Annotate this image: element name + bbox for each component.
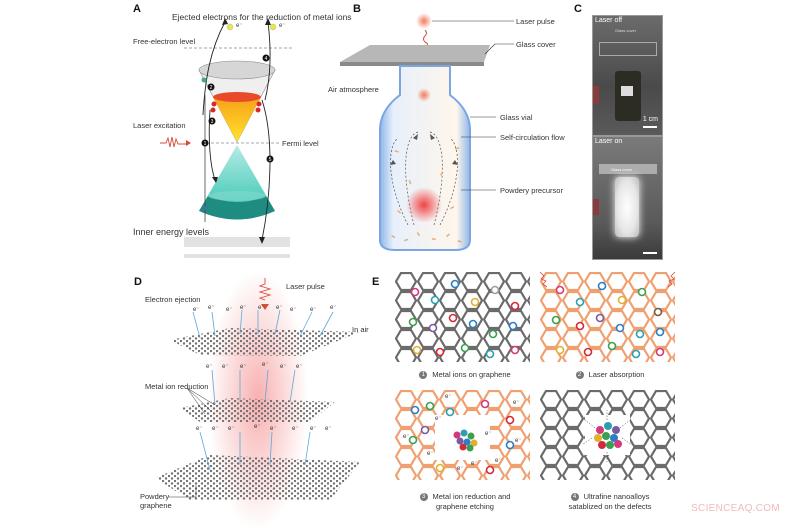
step-4-caption: 4 Ultrafine nanoalloys satablized on the …	[540, 492, 680, 512]
svg-text:e⁻: e⁻	[236, 23, 243, 29]
step-3-text-line2: graphene etching	[436, 502, 494, 511]
laser-pulse-label: Laser pulse	[516, 17, 555, 26]
step-1-text: Metal ions on graphene	[432, 370, 511, 379]
svg-text:2: 2	[210, 85, 213, 91]
svg-text:e⁻: e⁻	[270, 426, 277, 432]
red-object	[593, 86, 599, 104]
svg-text:e⁻: e⁻	[515, 438, 522, 444]
svg-text:e⁻: e⁻	[495, 458, 502, 464]
step-2-caption: 2 Laser absorption	[540, 370, 680, 380]
step-4-number: 4	[570, 493, 579, 502]
svg-text:e⁻: e⁻	[276, 305, 283, 311]
metal-ion-reduction-label: Metal ion reduction	[145, 382, 209, 391]
glowing-vial	[615, 177, 639, 237]
laser-excitation-label: Laser excitation	[133, 121, 186, 130]
svg-text:e⁻: e⁻	[254, 424, 261, 430]
step-2-text: Laser absorption	[588, 370, 645, 379]
svg-text:e⁻: e⁻	[471, 461, 478, 467]
panel-label-c: C	[574, 3, 582, 15]
svg-text:e⁻: e⁻	[206, 364, 213, 370]
step-1-number: 1	[419, 371, 428, 380]
svg-text:e⁻: e⁻	[296, 364, 303, 370]
svg-text:e⁻: e⁻	[485, 431, 492, 437]
graphene-lattice-step-4	[540, 390, 675, 480]
svg-text:e⁻: e⁻	[325, 426, 332, 432]
step-2-number: 2	[575, 371, 584, 380]
free-electron-level-label: Free-electron level	[133, 37, 196, 46]
photo-laser-off: Laser off Glass cover 1 cm	[592, 15, 663, 136]
svg-text:e⁻: e⁻	[445, 394, 452, 400]
svg-text:e⁻: e⁻	[435, 416, 442, 422]
svg-text:e⁻: e⁻	[193, 307, 200, 313]
watermark: SCIENCEAQ.COM	[691, 503, 780, 514]
svg-text:e⁻: e⁻	[292, 426, 299, 432]
svg-text:e⁻: e⁻	[290, 307, 297, 313]
svg-text:e⁻: e⁻	[457, 466, 464, 472]
svg-text:4: 4	[265, 56, 268, 62]
svg-text:e⁻: e⁻	[258, 305, 265, 311]
glass-cover-inner-label-off: Glass cover	[615, 28, 637, 33]
laser-vial-setup-illustration	[340, 13, 514, 251]
powdery-graphene-label: Powdery graphene	[140, 492, 172, 510]
graphene-layers-illustration: e⁻ e⁻ e⁻ e⁻ e⁻ e⁻ e⁻ e⁻ e⁻ e⁻ e⁻ e⁻ e⁻ e⁻ e⁻ e⁻ e⁻ e…	[155, 270, 360, 530]
graphene-lattice-step-3: e⁻ e⁻ e⁻ e⁻ e⁻ e⁻ e⁻ e⁻ e⁻ e⁻	[395, 390, 530, 480]
panel-label-a: A	[133, 3, 141, 15]
svg-text:e⁻: e⁻	[212, 426, 219, 432]
svg-text:e⁻: e⁻	[240, 305, 247, 311]
svg-text:e⁻: e⁻	[208, 305, 215, 311]
powdery-precursor-label: Powdery precursor	[500, 186, 563, 195]
scale-bar	[643, 252, 657, 254]
graphene-lattice-step-2	[539, 271, 676, 362]
svg-text:e⁻: e⁻	[403, 434, 410, 440]
scale-bar-label: 1 cm	[642, 116, 658, 123]
svg-text:e⁻: e⁻	[279, 23, 286, 29]
step-3-number: 3	[419, 493, 428, 502]
laser-off-caption: Laser off	[595, 17, 623, 24]
panel-label-e: E	[372, 276, 380, 288]
electron-ejection-label: Electron ejection	[145, 295, 201, 304]
svg-text:5: 5	[269, 157, 272, 163]
step-4-text-line1: Ultrafine nanoalloys	[583, 492, 650, 501]
svg-text:e⁻: e⁻	[310, 307, 317, 313]
step-1-caption: 1 Metal ions on graphene	[395, 370, 535, 380]
svg-text:e⁻: e⁻	[222, 364, 229, 370]
air-atmosphere-label: Air atmosphere	[328, 85, 379, 94]
glass-cover-label: Glass cover	[516, 40, 556, 49]
svg-text:e⁻: e⁻	[262, 362, 269, 368]
glass-cover-inner-label-on: Glass cover	[611, 167, 633, 172]
in-air-label: In air	[352, 325, 369, 334]
svg-text:e⁻: e⁻	[310, 426, 317, 432]
svg-text:e⁻: e⁻	[240, 364, 247, 370]
scale-bar	[643, 126, 657, 128]
svg-text:e⁻: e⁻	[330, 305, 337, 311]
self-circulation-flow-label: Self-circulation flow	[500, 133, 565, 142]
glass-vial-label: Glass vial	[500, 113, 533, 122]
svg-text:e⁻: e⁻	[427, 451, 434, 457]
svg-text:3: 3	[211, 119, 214, 125]
inner-energy-levels-label: Inner energy levels	[133, 227, 210, 237]
svg-text:e⁻: e⁻	[513, 400, 520, 406]
fermi-level-label: Fermi level	[282, 139, 319, 148]
band-structure-diagram: e⁻ e⁻ 1 2 3 4 5	[160, 18, 292, 258]
panel-label-d: D	[134, 276, 142, 288]
svg-text:1: 1	[204, 141, 207, 147]
step-4-text-line2: satablized on the defects	[568, 502, 652, 511]
svg-text:e⁻: e⁻	[228, 426, 235, 432]
photo-laser-on: Laser on Glass cover	[592, 136, 663, 260]
glass-cover-lit	[599, 164, 657, 174]
laser-pulse-label-d: Laser pulse	[286, 282, 325, 291]
graphene-lattice-step-1	[395, 272, 530, 362]
ejected-electrons-title: Ejected electrons for the reduction of m…	[172, 12, 352, 22]
laser-on-caption: Laser on	[595, 138, 623, 145]
vial-dark	[615, 71, 641, 121]
svg-text:e⁻: e⁻	[196, 426, 203, 432]
step-3-caption: 3 Metal ion reduction and graphene etchin…	[395, 492, 535, 512]
step-3-text-line1: Metal ion reduction and	[432, 492, 511, 501]
svg-text:e⁻: e⁻	[226, 307, 233, 313]
red-object	[593, 199, 599, 215]
glass-cover-outline	[599, 42, 657, 56]
vial-sticker	[621, 86, 633, 96]
svg-text:e⁻: e⁻	[280, 364, 287, 370]
panel-label-b: B	[353, 3, 361, 15]
